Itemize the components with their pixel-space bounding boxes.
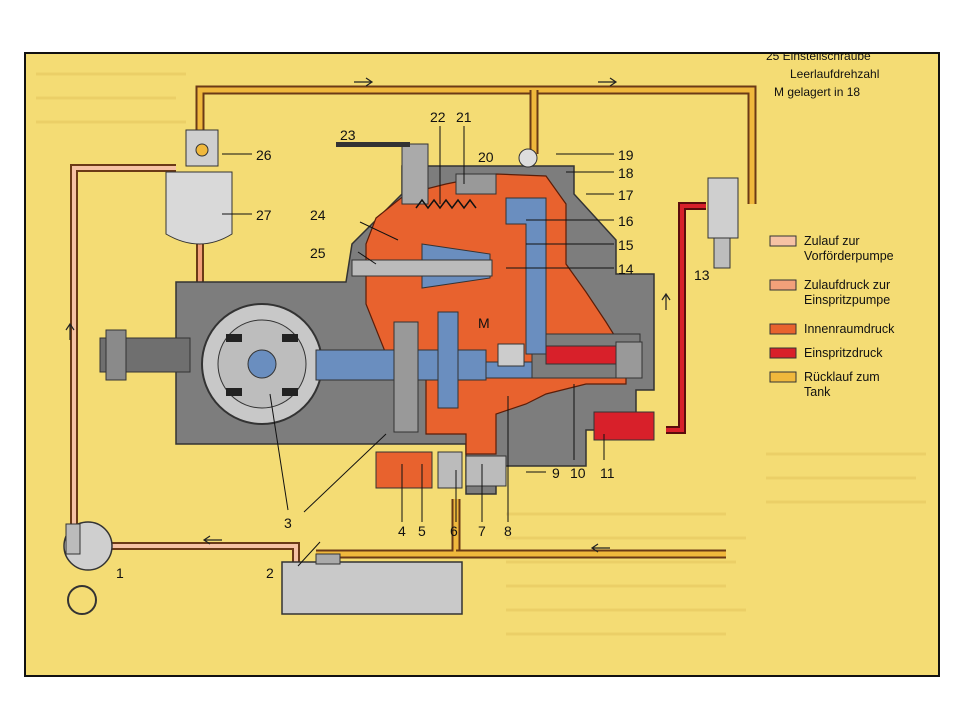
- part-number: 4: [398, 523, 406, 539]
- legend-label: Einspritzdruck: [804, 346, 883, 360]
- tank: [281, 553, 463, 615]
- marker-m: M: [478, 315, 490, 331]
- supply-line: [70, 164, 300, 564]
- legend-label: Zulaufdruck zur: [804, 278, 890, 292]
- part-number: 14: [618, 261, 634, 277]
- legend-swatch: [769, 323, 797, 335]
- return-line: [195, 85, 757, 559]
- part-number: 24: [310, 207, 326, 223]
- part-number: 7: [478, 523, 486, 539]
- header-line-1: 25 Einstellschraube: [766, 54, 871, 63]
- injection-pressure-line: [666, 202, 706, 434]
- governor-spring: [415, 198, 477, 210]
- flow-arrows: [65, 77, 671, 553]
- part-number: 19: [618, 147, 634, 163]
- part-number: 21: [456, 109, 472, 125]
- header-line-3: M gelagert in 18: [774, 85, 860, 99]
- part-number: 26: [256, 147, 272, 163]
- part-number: 10: [570, 465, 586, 481]
- part-number: 11: [600, 465, 615, 481]
- legend-swatch: [769, 235, 797, 247]
- part-number: 25: [310, 245, 326, 261]
- part-number-labels: 1 2 3 4 5 6 7 8 9 10 11 13 14 15 16 17 1…: [116, 109, 710, 581]
- legend-label: Innenraumdruck: [804, 322, 895, 336]
- part-number: 1: [116, 565, 124, 581]
- legend-label: Tank: [804, 385, 831, 399]
- part-number: 16: [618, 213, 634, 229]
- part-number: 27: [256, 207, 272, 223]
- part-number: 5: [418, 523, 426, 539]
- background-text-texture: [36, 72, 926, 636]
- legend-label: Rücklauf zum: [804, 370, 880, 384]
- part-number: 15: [618, 237, 634, 253]
- legend-swatch: [769, 279, 797, 291]
- legend-label: Einspritzpumpe: [804, 293, 890, 307]
- leader-lines: [222, 126, 614, 567]
- part-number: 18: [618, 165, 634, 181]
- fuel-filter: [165, 129, 233, 245]
- legend-label: Zulauf zur: [804, 234, 860, 248]
- part-number: 23: [340, 127, 356, 143]
- diagram-frame: 25 Einstellschraube Leerlaufdrehzahl M g…: [24, 52, 940, 677]
- part-number: 13: [694, 267, 710, 283]
- header-line-2: Leerlaufdrehzahl: [790, 67, 879, 81]
- part-number: 3: [284, 515, 292, 531]
- part-number: 20: [478, 149, 494, 165]
- regulator-block: [375, 411, 655, 489]
- part-number: 8: [504, 523, 512, 539]
- legend-label: Vorförderpumpe: [804, 249, 894, 263]
- part-number: 17: [618, 187, 634, 203]
- legend-swatch: [769, 371, 797, 383]
- part-number: 2: [266, 565, 274, 581]
- rotor-assembly: [201, 142, 643, 433]
- feed-pump: [63, 521, 113, 615]
- injector: [707, 177, 739, 269]
- part-number: 22: [430, 109, 446, 125]
- part-number: 6: [450, 523, 458, 539]
- part-number: 9: [552, 465, 560, 481]
- legend-swatch: [769, 347, 797, 359]
- legend: Zulauf zur Vorförderpumpe Zulaufdruck zu…: [769, 234, 895, 399]
- fuel-injection-pump-diagram: 25 Einstellschraube Leerlaufdrehzahl M g…: [36, 54, 926, 636]
